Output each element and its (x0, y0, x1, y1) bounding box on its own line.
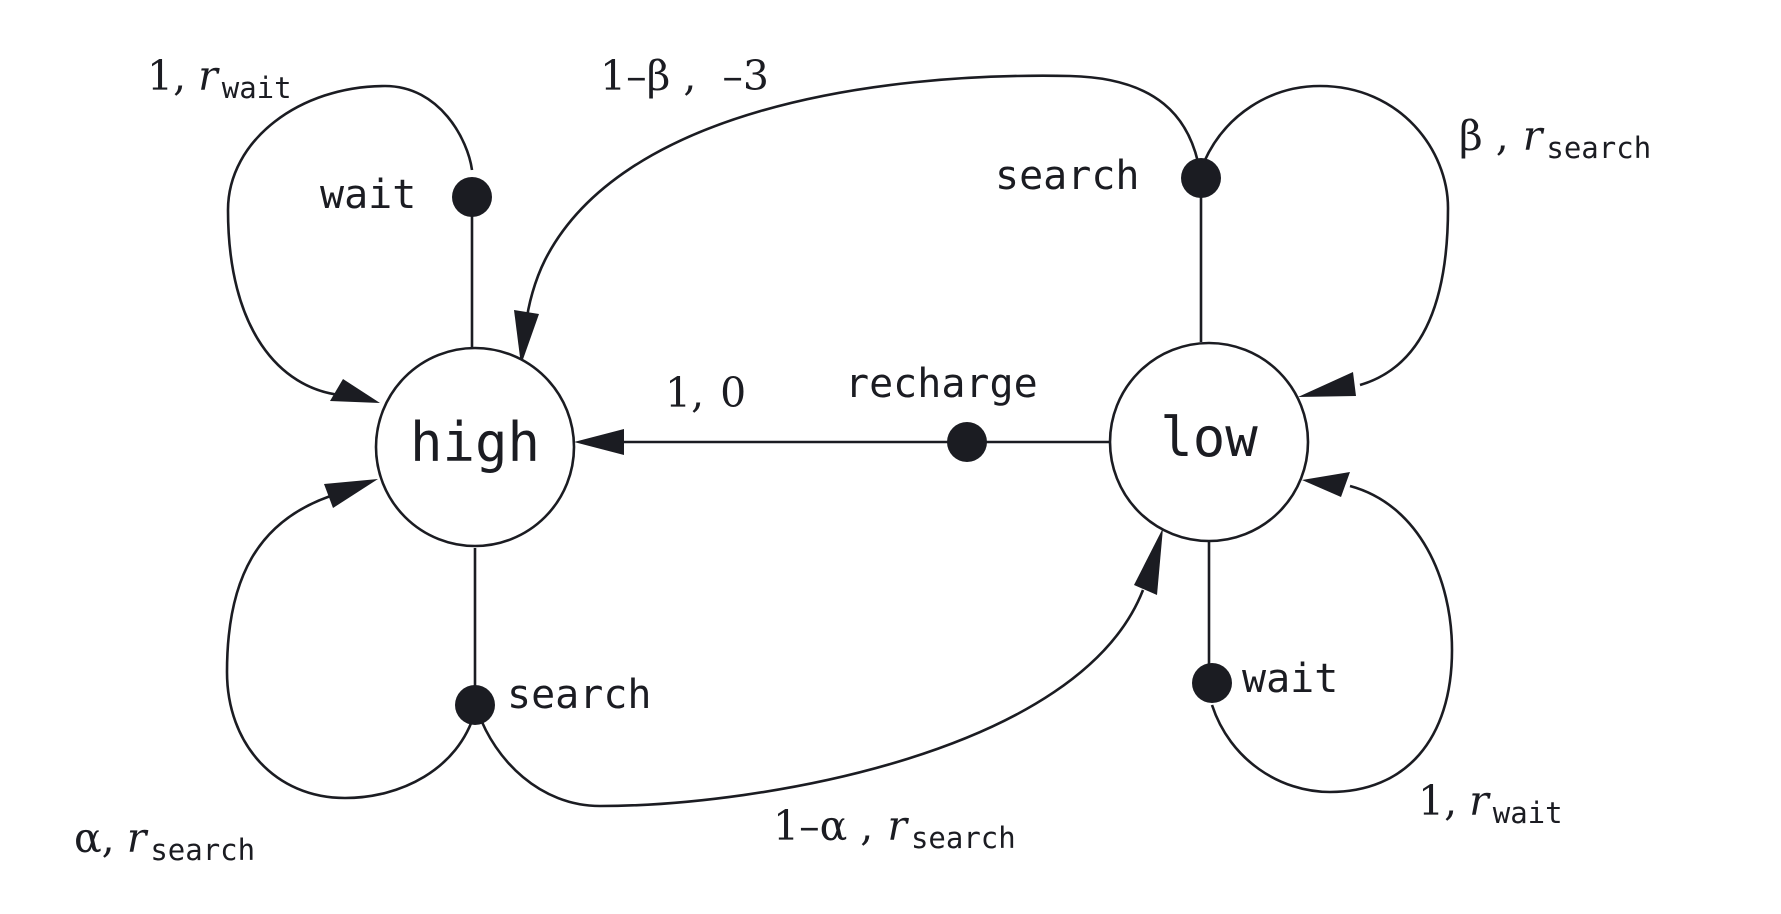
action-node-low-wait (1192, 663, 1232, 703)
action-label-recharge: recharge (845, 361, 1038, 407)
arrowhead-search-to-low (1134, 528, 1163, 595)
action-node-low-search (1181, 158, 1221, 198)
action-node-high-search (455, 685, 495, 725)
label-high-wait-transition: 1, r wait (147, 52, 292, 105)
action-label-low-search: search (995, 153, 1140, 199)
low-wait-self-loop (1210, 484, 1454, 794)
arrowhead-low-wait (1302, 472, 1350, 497)
label-high-search-stay-transition: α, r search (74, 814, 255, 867)
arrowhead-high-wait (330, 379, 380, 403)
low-search-to-high-edge (524, 74, 1200, 326)
label-high-search-to-low-transition: 1–α , r search (773, 802, 1016, 855)
label-low-search-to-high-transition: 1–β , –3 (600, 52, 769, 100)
label-recharge-transition: 1, 0 (665, 369, 746, 417)
state-low-label: low (1160, 406, 1258, 469)
action-label-high-wait: wait (320, 172, 416, 218)
arrowhead-low-search (1298, 372, 1356, 397)
arrowhead-search-to-high (514, 310, 539, 365)
low-search-self-loop (1202, 84, 1450, 387)
state-low-circle (1108, 341, 1310, 543)
arrowhead-high-search (324, 479, 378, 508)
high-search-to-low-edge (476, 589, 1145, 808)
label-low-search-stay-transition: β , r search (1459, 112, 1651, 165)
label-low-wait-transition: 1, r wait (1418, 777, 1563, 830)
state-high-circle (374, 346, 576, 548)
state-high-label: high (410, 411, 540, 474)
action-node-high-wait (452, 177, 492, 217)
high-wait-self-loop (226, 84, 474, 397)
action-node-recharge (947, 422, 987, 462)
arrowhead-recharge (574, 429, 624, 455)
action-label-low-wait: wait (1242, 656, 1338, 702)
action-label-high-search: search (507, 672, 652, 718)
high-search-self-loop (225, 491, 477, 800)
